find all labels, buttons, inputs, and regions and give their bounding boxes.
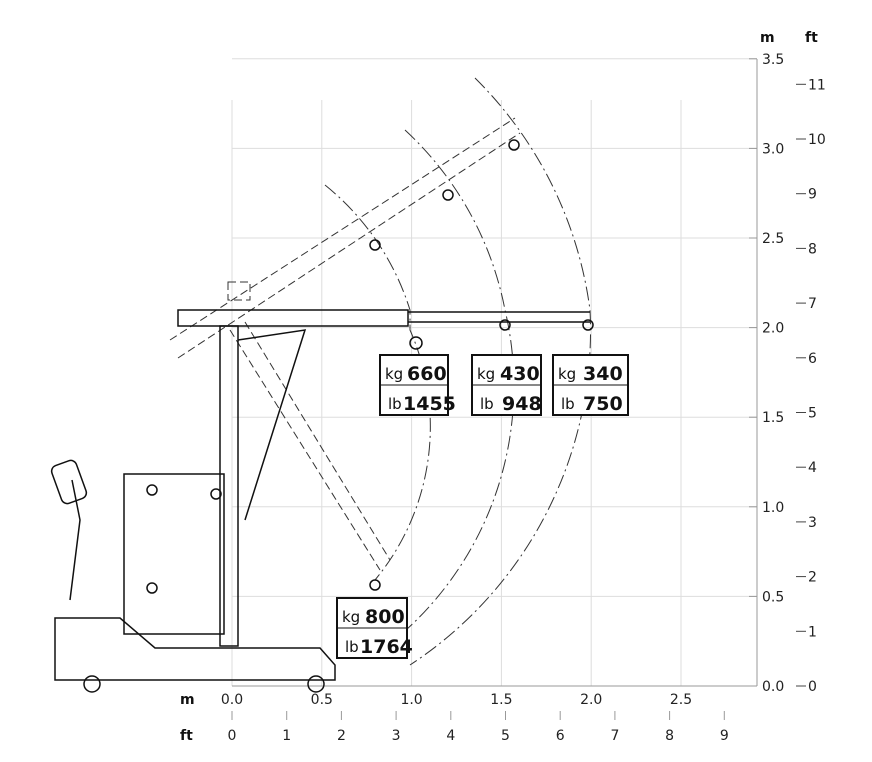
boom-positions (169, 117, 590, 571)
x-unit-m: m (180, 692, 195, 708)
svg-text:lb: lb (388, 395, 402, 413)
x-ft-tick-label: 5 (501, 728, 510, 744)
y-m-tick-label: 0.5 (762, 589, 784, 605)
y-ft-tick-label: 5 (808, 406, 817, 422)
y-ft-tick-label: 10 (808, 132, 826, 148)
svg-text:kg: kg (342, 608, 360, 626)
x-m-tick-label: 1.0 (400, 692, 422, 708)
y-ft-tick-label: 6 (808, 351, 817, 367)
x-ft-tick-label: 8 (665, 728, 674, 744)
y-ft-tick-label: 0 (808, 679, 817, 695)
y-m-tick-label: 1.5 (762, 410, 784, 426)
arc-2 (374, 129, 515, 656)
y-m-tick-label: 1.0 (762, 500, 784, 516)
y-ft-tick-label: 11 (808, 77, 826, 93)
svg-text:lb: lb (480, 395, 494, 413)
y-m-tick-label: 3.0 (762, 141, 784, 157)
svg-text:kg: kg (477, 365, 495, 383)
svg-text:750: 750 (583, 393, 623, 415)
x-unit-ft: ft (180, 728, 193, 744)
svg-text:kg: kg (558, 365, 576, 383)
x-ft-tick-label: 3 (392, 728, 401, 744)
y-unit-m: m (760, 30, 775, 46)
y-ft-tick-label: 1 (808, 624, 817, 640)
y-unit-ft: ft (805, 30, 818, 46)
svg-text:lb: lb (561, 395, 575, 413)
svg-text:948: 948 (502, 393, 542, 415)
svg-text:800: 800 (365, 606, 405, 628)
x-m-tick-label: 1.5 (490, 692, 512, 708)
reach-arcs (324, 77, 592, 666)
svg-text:kg: kg (385, 365, 403, 383)
y-ft-tick-label: 8 (808, 241, 817, 257)
y-ft-tick-label: 7 (808, 296, 817, 312)
svg-text:lb: lb (345, 638, 359, 656)
y-ft-tick-label: 3 (808, 515, 817, 531)
x-ft-tick-label: 1 (282, 728, 291, 744)
y-m-tick-label: 0.0 (762, 679, 784, 695)
x-ft-tick-label: 0 (228, 728, 237, 744)
y-m-tick-label: 2.0 (762, 321, 784, 337)
svg-text:1764: 1764 (360, 636, 413, 658)
x-m-tick-label: 2.0 (580, 692, 602, 708)
svg-text:340: 340 (583, 363, 623, 385)
x-ft-tick-label: 9 (720, 728, 729, 744)
y-m-tick-label: 3.5 (762, 52, 784, 68)
x-ft-tick-label: 7 (610, 728, 619, 744)
y-m-tick-label: 2.5 (762, 231, 784, 247)
x-m-tick-label: 0.5 (311, 692, 333, 708)
y-ft-tick-label: 9 (808, 187, 817, 203)
x-m-tick-label: 2.5 (670, 692, 692, 708)
crane-body (50, 139, 594, 693)
x-ft-tick-label: 6 (556, 728, 565, 744)
y-ft-tick-label: 4 (808, 460, 817, 476)
svg-text:660: 660 (407, 363, 447, 385)
x-ft-tick-label: 2 (337, 728, 346, 744)
x-m-tick-label: 0.0 (221, 692, 243, 708)
y-ft-tick-label: 2 (808, 570, 817, 586)
x-ft-tick-label: 4 (446, 728, 455, 744)
svg-text:430: 430 (500, 363, 540, 385)
load-box-340kg: kg 340 lb 750 (552, 354, 629, 416)
svg-text:1455: 1455 (403, 393, 456, 415)
load-box-430kg: kg 430 lb 948 (471, 354, 542, 416)
